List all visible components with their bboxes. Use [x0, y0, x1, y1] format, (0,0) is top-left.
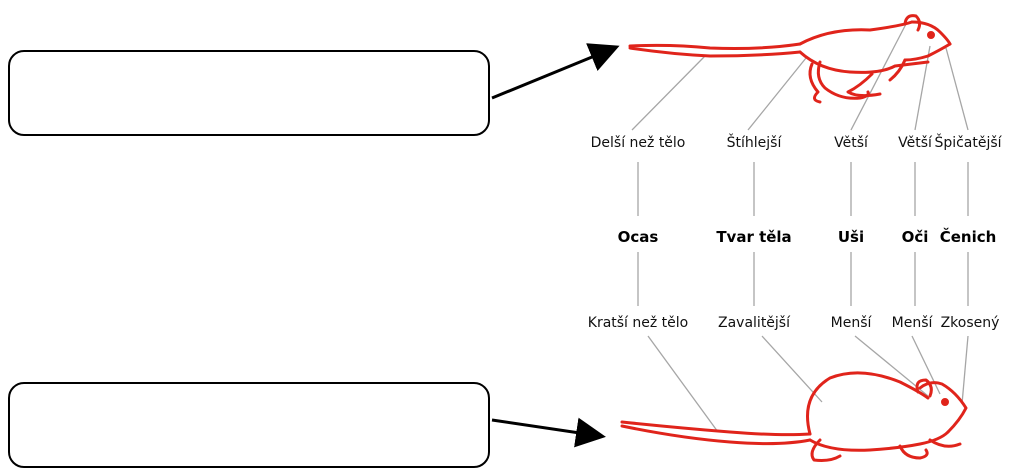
label-tail-bottom: Kratší než tělo: [587, 315, 689, 331]
arrow-to-bottom-animal: [491, 417, 606, 448]
feature-ears: Uši: [837, 228, 865, 246]
stocky-mouse-icon: [620, 371, 968, 462]
feature-snout: Čenich: [939, 228, 997, 246]
vertical-connectors: [637, 162, 969, 306]
slender-rat-icon: [628, 14, 952, 104]
top-connectors: [631, 23, 969, 131]
feature-body-shape: Tvar těla: [716, 228, 792, 246]
label-tail-top: Delší než tělo: [590, 135, 686, 151]
answer-box-top[interactable]: [8, 50, 490, 136]
answer-box-bottom[interactable]: [8, 382, 490, 468]
label-body-bottom: Zavalitější: [718, 315, 790, 331]
feature-tail: Ocas: [617, 228, 659, 246]
label-snout-top: Špičatější: [934, 135, 1002, 151]
label-body-top: Štíhlejší: [726, 135, 782, 151]
label-eyes-top: Větší: [898, 135, 932, 151]
label-snout-bottom: Zkosený: [940, 315, 1000, 331]
arrow-to-top-animal: [491, 43, 620, 100]
label-ears-bottom: Menší: [830, 315, 872, 331]
feature-eyes: Oči: [901, 228, 929, 246]
label-eyes-bottom: Menší: [891, 315, 933, 331]
label-ears-top: Větší: [834, 135, 868, 151]
